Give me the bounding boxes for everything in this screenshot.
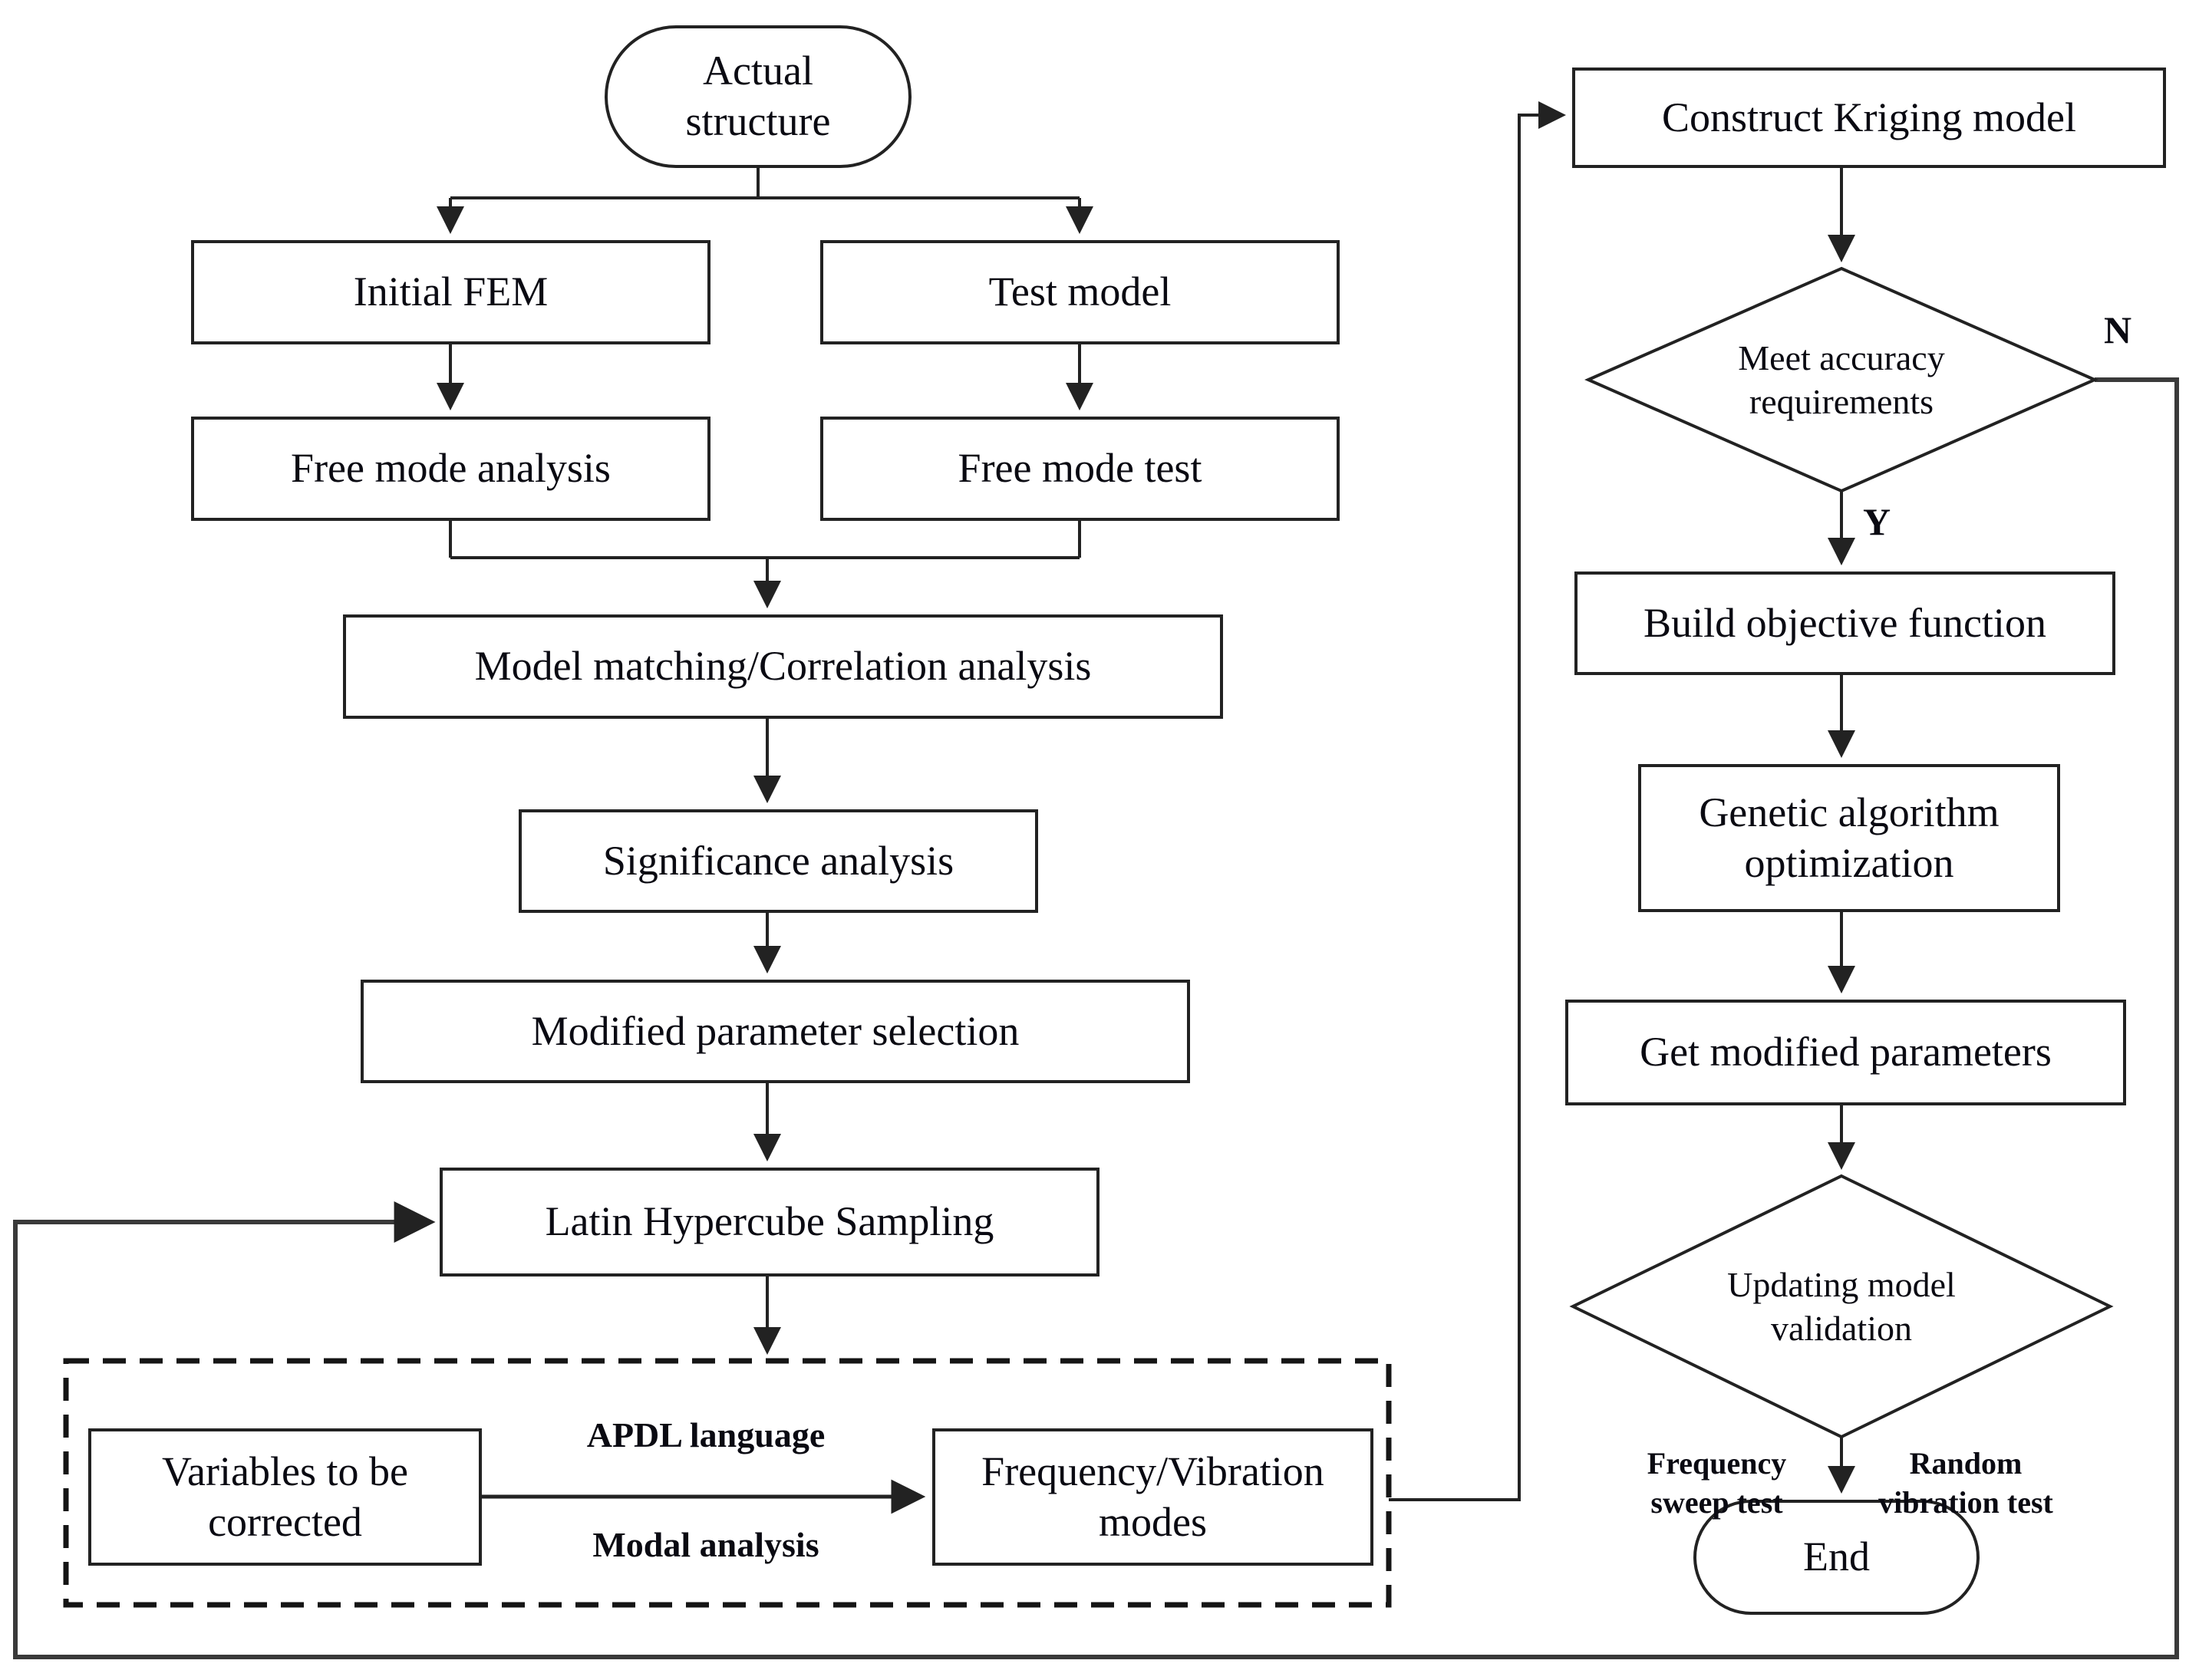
node-label: Modified parameter selection [531, 1007, 1020, 1054]
node-label: Significance analysis [602, 837, 954, 884]
node-initial-fem: Initial FEM [191, 240, 710, 344]
node-label: Frequency/Vibration modes [981, 1448, 1324, 1545]
edge-label-y: Y [1863, 500, 1891, 543]
node-label: Free mode test [958, 445, 1202, 492]
node-test-model: Test model [820, 240, 1340, 344]
edge-label-apdl-language: APDL language [586, 1415, 826, 1454]
node-label: End [1803, 1533, 1870, 1580]
node-label: Meet accuracy requirements [1738, 338, 1945, 422]
node-genetic-algorithm-optimization: Genetic algorithm optimization [1638, 764, 2060, 912]
node-label: Genetic algorithm optimization [1699, 789, 2000, 886]
node-end: End [1693, 1500, 1980, 1615]
edge-n-loop [13, 377, 2179, 1659]
node-actual-structure: Actual structure [605, 25, 912, 168]
node-label: Updating model validation [1727, 1264, 1956, 1349]
node-free-mode-analysis: Free mode analysis [191, 417, 710, 521]
dashed-group-box [63, 1358, 1392, 1608]
edge-label-modal-analysis: Modal analysis [592, 1525, 819, 1564]
node-modified-parameter-selection: Modified parameter selection [361, 980, 1190, 1083]
node-label: Build objective function [1643, 599, 2046, 646]
node-label: Model matching/Correlation analysis [474, 643, 1092, 690]
edge-label-random-vibration-test: Random vibration test [1878, 1446, 2053, 1520]
node-frequency-vibration-modes: Frequency/Vibration modes [932, 1428, 1373, 1566]
node-label: Get modified parameters [1640, 1029, 2052, 1076]
edge-label-n: N [2104, 308, 2132, 351]
node-updating-model-validation: Updating model validation [1650, 1234, 2033, 1379]
node-label: Construct Kriging model [1662, 94, 2076, 140]
decision-meet-accuracy-shape [1584, 266, 2098, 493]
node-label: Free mode analysis [291, 445, 611, 492]
node-latin-hypercube-sampling: Latin Hypercube Sampling [440, 1168, 1100, 1276]
node-label: Initial FEM [353, 268, 549, 315]
node-construct-kriging-model: Construct Kriging model [1572, 68, 2166, 168]
node-significance-analysis: Significance analysis [519, 809, 1038, 913]
edge-label-frequency-sweep-test: Frequency sweep test [1647, 1446, 1787, 1520]
node-get-modified-parameters: Get modified parameters [1565, 1000, 2126, 1105]
node-free-mode-test: Free mode test [820, 417, 1340, 521]
edge-modes-to-kriging [1389, 101, 1567, 1501]
node-build-objective-function: Build objective function [1574, 572, 2115, 675]
node-label: Actual structure [685, 48, 831, 144]
node-variables-to-be-corrected: Variables to be corrected [88, 1428, 482, 1566]
node-meet-accuracy-requirements: Meet accuracy requirements [1650, 303, 2033, 456]
node-label: Latin Hypercube Sampling [545, 1198, 994, 1245]
node-model-matching: Model matching/Correlation analysis [343, 614, 1223, 719]
node-label: Variables to be corrected [162, 1448, 408, 1545]
node-label: Test model [988, 268, 1172, 315]
decision-updating-validation-shape [1569, 1174, 2114, 1439]
